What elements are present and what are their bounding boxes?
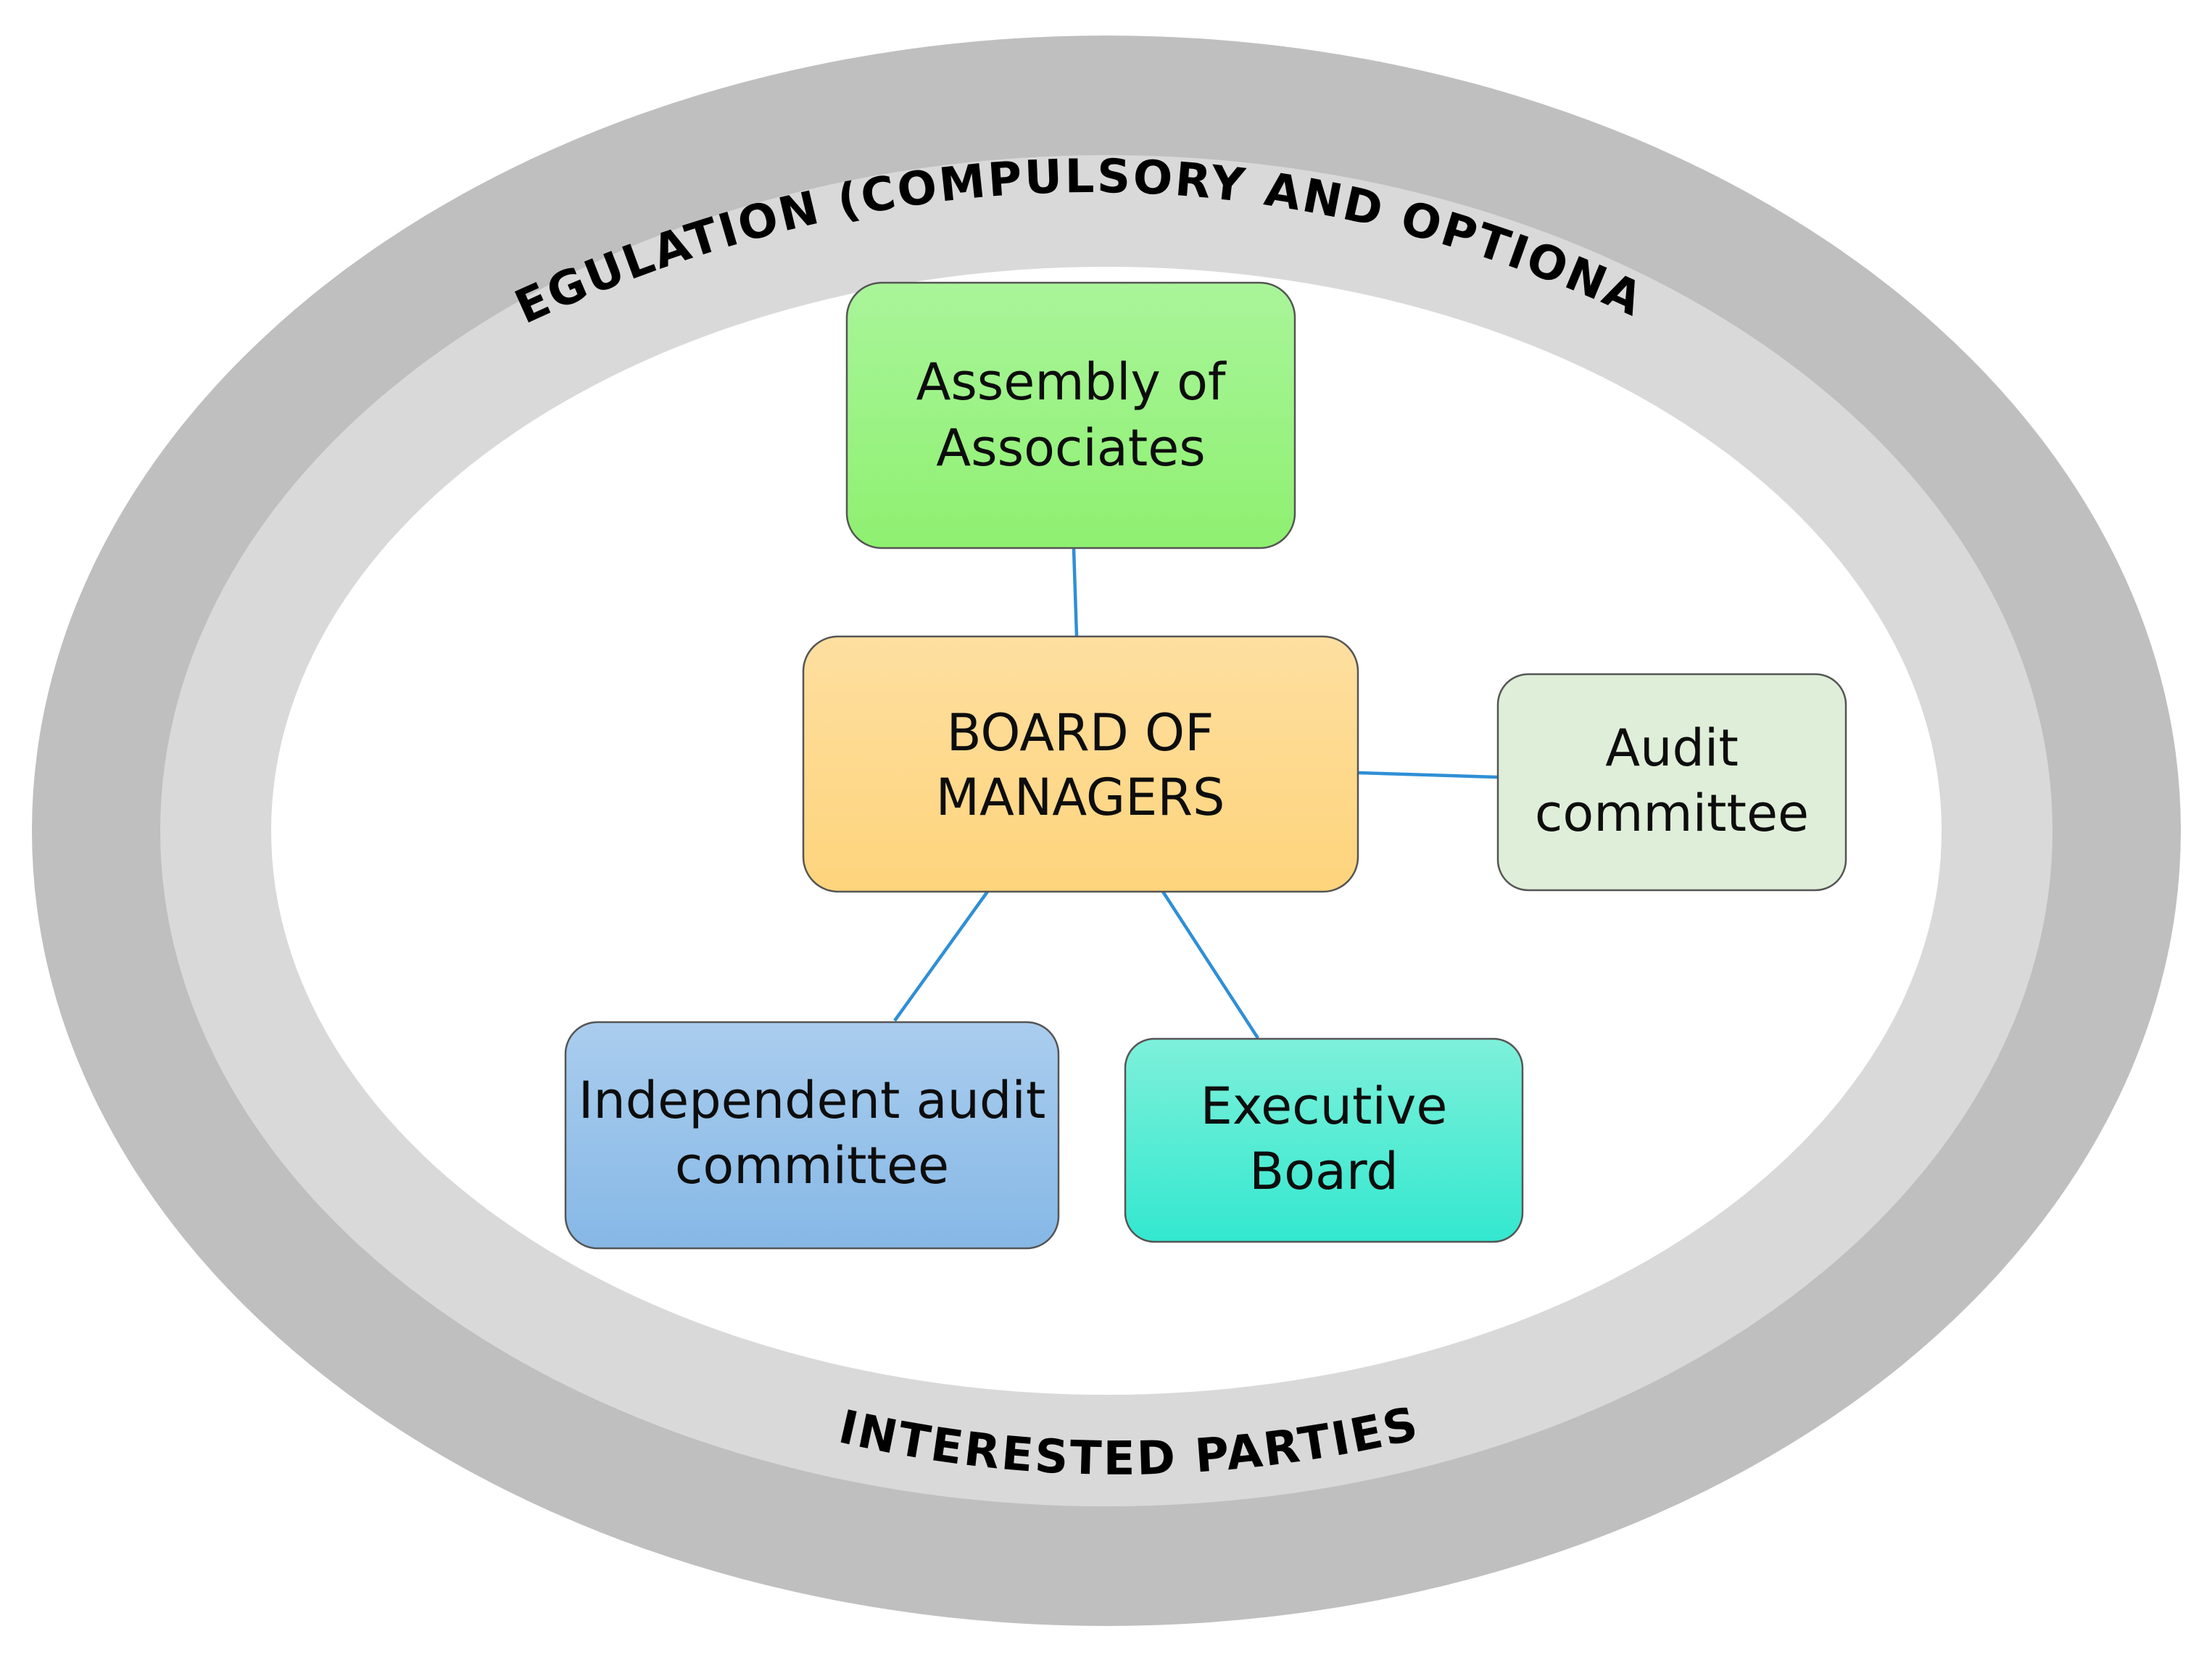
connector-board-audit <box>1357 771 1498 779</box>
audit-committee-node[interactable]: Audit committee <box>1496 673 1847 892</box>
board-line-2: MANAGERS <box>936 768 1225 827</box>
connector-board-executive <box>1161 890 1259 1040</box>
executive-board-node[interactable]: Executive Board <box>1124 1037 1524 1243</box>
board-line-1: BOARD OF <box>947 703 1214 763</box>
assembly-line-1: Assembly of <box>916 352 1226 412</box>
connector-board-independent <box>893 890 989 1022</box>
connector-assembly-board <box>1072 548 1079 637</box>
assembly-line-2: Associates <box>936 418 1205 478</box>
executive-line-1: Executive <box>1201 1077 1448 1136</box>
assembly-of-associates-node[interactable]: Assembly of Associates <box>845 281 1296 549</box>
audit-line-2: committee <box>1535 784 1809 843</box>
executive-line-2: Board <box>1249 1142 1399 1201</box>
independent-line-1: Independent audit <box>579 1071 1046 1130</box>
independent-line-2: committee <box>675 1136 949 1195</box>
board-of-managers-node[interactable]: BOARD OF MANAGERS <box>802 635 1359 893</box>
independent-audit-committee-node[interactable]: Independent audit committee <box>564 1021 1060 1250</box>
audit-line-1: Audit <box>1605 718 1739 778</box>
